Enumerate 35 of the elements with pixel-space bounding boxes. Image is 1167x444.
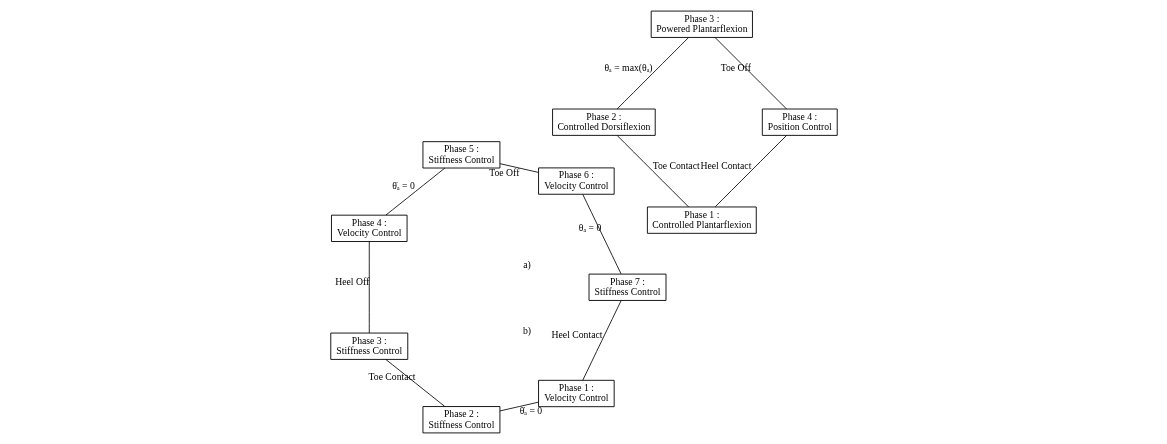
node-box: Phase 2 : Controlled Dorsiflexion	[551, 108, 656, 136]
edge-label: θₐ = max(θₐ)	[603, 61, 653, 73]
label: b)	[522, 325, 531, 337]
edge-label: Toe Contact	[368, 371, 416, 383]
connector	[616, 135, 689, 208]
connector	[499, 163, 539, 173]
node-box: Phase 2 : Stiffness Control	[422, 406, 500, 434]
node-box: Phase 7 : Stiffness Control	[588, 273, 666, 301]
connector	[499, 401, 539, 412]
connector	[714, 135, 787, 208]
node-box: Phase 1 : Velocity Control	[537, 379, 615, 408]
node-box: Phase 1 : Controlled Plantarflexion	[646, 206, 757, 234]
connector	[616, 37, 689, 110]
edge-label: Toe Off	[488, 166, 519, 178]
label: a)	[522, 258, 531, 270]
node-box: Phase 3 : Powered Plantarflexion	[650, 10, 753, 38]
connector	[384, 359, 445, 407]
connector	[581, 193, 621, 275]
edge-label: Toe Contact	[652, 159, 700, 171]
edge-label: θ̇ₐ = 0	[391, 179, 415, 191]
edge-label: Toe Off	[720, 61, 751, 73]
node-box: Phase 3 : Stiffness Control	[329, 332, 408, 360]
node-box: Phase 6 : Velocity Control	[537, 167, 615, 195]
edge-label: θₐ = 0	[578, 222, 601, 234]
connector	[714, 37, 787, 110]
edge-label: θ̇ₐ = 0	[519, 405, 542, 417]
connector	[385, 167, 445, 216]
node-box: Phase 4 : Velocity Control	[330, 214, 407, 242]
edge-label: Heel Off	[334, 275, 369, 287]
edge-label: Heel Contact	[699, 159, 751, 171]
connector	[368, 241, 370, 334]
edge-label: Heel Contact	[551, 328, 602, 340]
node-box: Phase 5 : Stiffness Control	[422, 141, 500, 169]
connector	[581, 300, 622, 381]
node-box: Phase 4 : Position Control	[761, 108, 838, 136]
